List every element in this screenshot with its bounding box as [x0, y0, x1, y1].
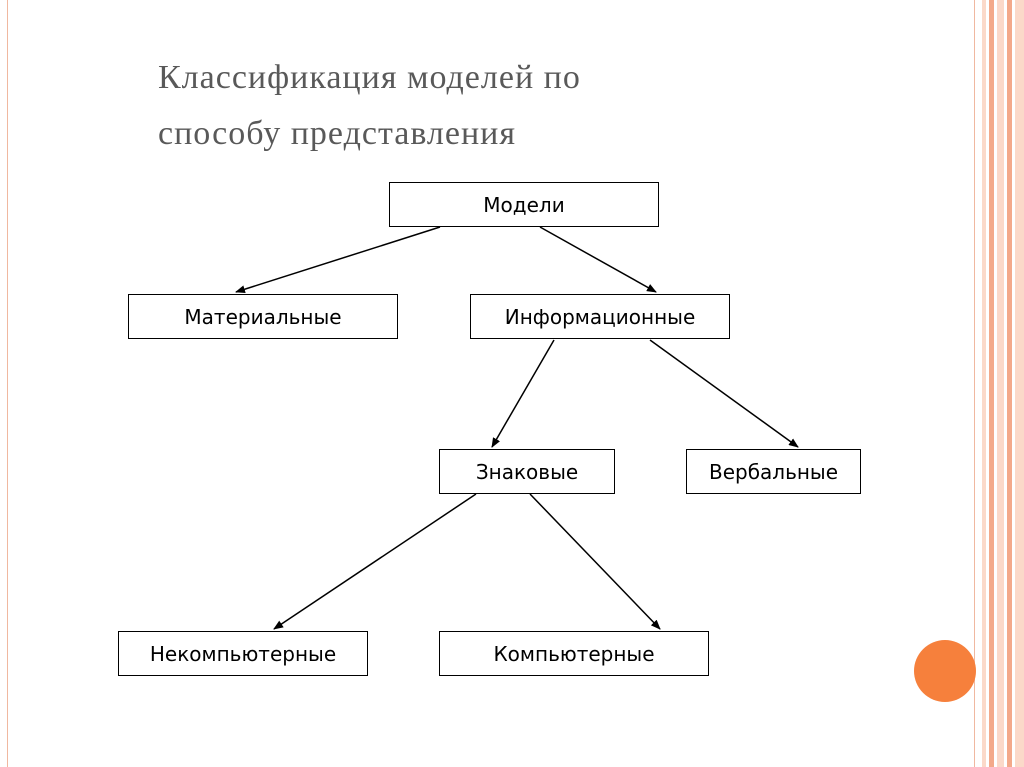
edge-sign-computer	[529, 493, 661, 630]
decor-stripe	[982, 0, 986, 767]
node-models: Модели	[389, 182, 659, 227]
node-verbal: Вербальные	[686, 449, 861, 494]
decor-stripe	[989, 0, 994, 767]
decor-stripe	[1007, 0, 1012, 767]
decor-stripe	[1015, 0, 1024, 767]
node-non-computer: Некомпьютерные	[118, 631, 368, 676]
slide-title-line-1: Классификация моделей по	[158, 59, 581, 96]
node-computer: Компьютерные	[439, 631, 709, 676]
slide-title-line-2: способу представления	[158, 115, 517, 152]
slide-frame	[7, 0, 975, 767]
edge-informational-sign	[491, 339, 555, 448]
edge-models-material	[235, 226, 441, 294]
edge-sign-noncomputer	[273, 493, 477, 630]
node-material: Материальные	[128, 294, 398, 339]
slide-title: Классификация моделей по способу предста…	[158, 50, 858, 162]
edge-models-informational	[539, 226, 657, 293]
node-informational: Информационные	[470, 294, 730, 339]
edge-informational-verbal	[649, 339, 799, 448]
decor-circle	[914, 640, 976, 702]
decor-stripe	[997, 0, 1004, 767]
node-sign: Знаковые	[439, 449, 615, 494]
